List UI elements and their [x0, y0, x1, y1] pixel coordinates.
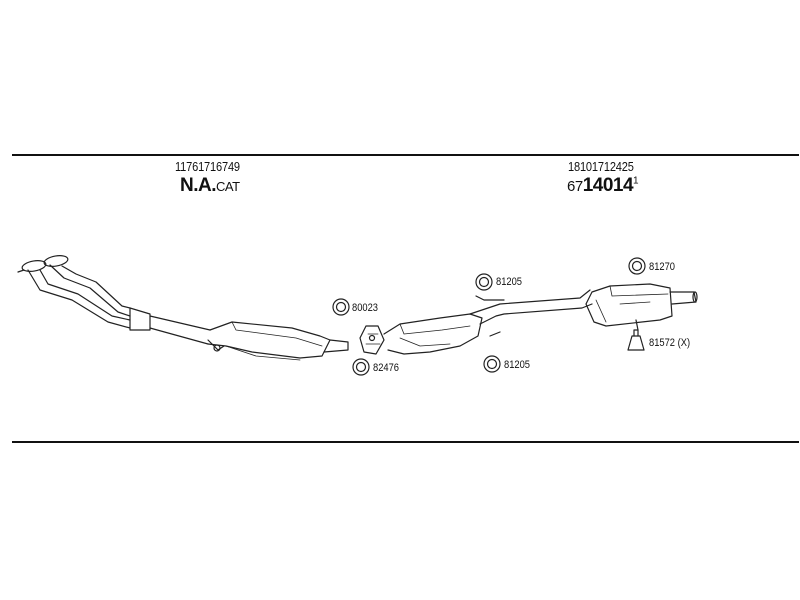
bottom-divider-line — [12, 441, 799, 443]
rear-section-code-main: 14014 — [582, 175, 634, 196]
front-pipe-title: N.A.CAT — [180, 175, 240, 197]
rear-section-code-superscript: 1 — [633, 175, 639, 187]
hardware-ring-80023 — [332, 298, 350, 316]
hardware-ring-82476 — [352, 358, 370, 376]
hardware-ring-81205-top — [475, 273, 493, 291]
rear-section-code: 67140141 — [567, 175, 639, 197]
hardware-bracket-81572 — [627, 329, 645, 351]
rear-section-code-prefix: 67 — [567, 178, 583, 195]
part-label-81205-bottom: 81205 — [504, 359, 531, 371]
front-pipe-title-bold: N.A. — [180, 175, 217, 196]
part-label-82476: 82476 — [373, 362, 400, 374]
front-pipe-title-suffix: CAT — [216, 179, 240, 194]
rear-section-part-number: 18101712425 — [568, 159, 634, 174]
hardware-ring-81270 — [628, 257, 646, 275]
part-label-81572: 81572 (X) — [649, 337, 691, 349]
center-catalytic-converter — [359, 313, 483, 355]
part-label-81205-top: 81205 — [496, 276, 523, 288]
hardware-ring-81205-bottom — [483, 355, 501, 373]
part-label-81270: 81270 — [649, 261, 676, 273]
intermediate-pipe — [469, 289, 593, 337]
front-pipe-part-number: 11761716749 — [175, 159, 240, 174]
front-downpipe — [17, 255, 225, 352]
part-label-80023: 80023 — [352, 302, 379, 314]
front-catalytic-converter — [207, 321, 349, 361]
top-divider-line — [12, 154, 799, 156]
rear-silencer — [585, 283, 698, 331]
